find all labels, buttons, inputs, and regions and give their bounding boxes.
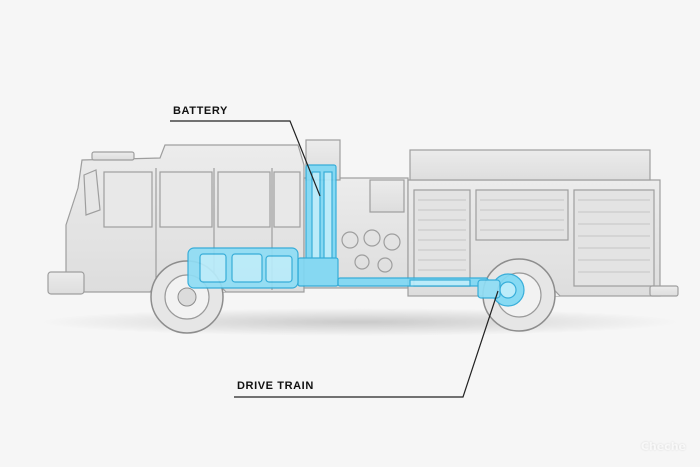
compartment-1 — [413, 189, 471, 287]
callout-lines — [170, 120, 499, 398]
compartment-2 — [475, 189, 569, 241]
drive-train-callout-label: DRIVE TRAIN — [237, 380, 314, 392]
windshield — [83, 169, 101, 216]
battery-callout-line — [170, 120, 321, 197]
cab-window-mid — [159, 171, 213, 228]
water-tank — [409, 149, 651, 181]
front-bumper — [47, 271, 85, 295]
rear-step — [649, 285, 679, 297]
battery-callout-label: BATTERY — [173, 105, 228, 117]
drive-train-highlight — [187, 247, 525, 307]
watermark-logo: Cheche — [640, 440, 686, 453]
truck-body — [47, 139, 679, 297]
cab-window-front — [103, 171, 153, 228]
ground-shadow — [40, 308, 680, 336]
cab-window-rear — [217, 171, 271, 228]
drivetrain-callout-line — [234, 290, 499, 398]
cab-window-back — [273, 171, 301, 228]
compartment-3 — [573, 189, 655, 287]
light-bar — [91, 151, 135, 161]
